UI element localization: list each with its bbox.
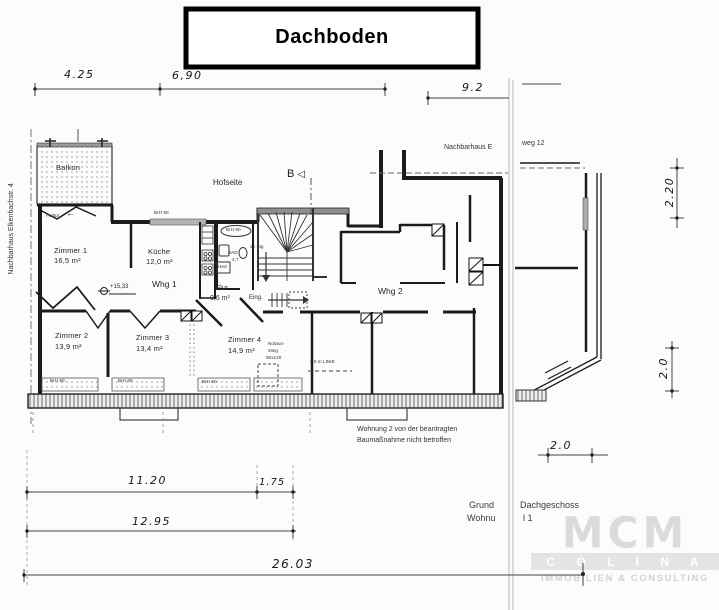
notausstieg-l2: stieg	[268, 349, 278, 354]
note-line1: Wohnung 2 von der beantragten	[357, 426, 458, 433]
notausstieg-l1: Notaus-	[268, 342, 285, 347]
entry-stairs	[268, 291, 309, 309]
zimmer2-name: Zimmer 2	[55, 331, 89, 340]
kitchen-fixtures	[201, 225, 214, 276]
whg2-label: Whg 2	[378, 286, 403, 296]
hofseite-label: Hofseite	[213, 178, 243, 187]
flur-name: Flur	[216, 285, 229, 292]
dim-bottom-3: 12.95	[132, 515, 171, 528]
zimmer1-area: 16,5 m²	[54, 256, 81, 265]
section-marker-b: B ◁	[287, 168, 305, 180]
left-neighbor-label: Nachbarhaus Elkenbachstr. 4	[8, 183, 16, 275]
zimmer3-area: 13,4 m²	[136, 344, 163, 353]
dim-bottom-4: 26.03	[272, 557, 314, 571]
linie-2m-label: 2,0 m LINIE	[310, 360, 335, 365]
page-title: Dachboden	[275, 26, 389, 48]
main-stairs	[257, 208, 327, 282]
mcm-logo: MCM C O L I N A IMMOBILIEN & CONSULTING	[531, 507, 719, 584]
dim-top-3: 9.2	[462, 81, 484, 94]
whg1-label: Whg 1	[152, 279, 177, 289]
dim-rightpage-2: 2.0	[550, 439, 572, 452]
dim-bottom-1: 11.20	[128, 474, 167, 487]
balkon-label: Balkon	[56, 163, 81, 172]
dim-right-220: 2.20	[662, 176, 676, 208]
page-fold	[508, 78, 514, 610]
chimneys	[180, 223, 501, 324]
falttuer-arrow-icon: ←	[66, 208, 75, 218]
heiz-label: Heiz	[218, 265, 228, 270]
mcm-logo-text: MCM	[561, 507, 689, 558]
level-label: +15,33	[110, 284, 129, 290]
kitchen-window	[149, 218, 207, 226]
dimension-lines-right	[665, 158, 684, 398]
top-neighbor-label: Nachbarhaus E	[444, 144, 493, 151]
stair-top-wall	[256, 207, 350, 215]
dim-top-2: 6,90	[172, 69, 203, 82]
section-letter: B	[287, 168, 295, 180]
title-box	[183, 6, 481, 70]
dim-bottom-2: 1.75	[259, 477, 286, 488]
brh90-bad: BrH 90	[226, 228, 241, 233]
zimmer4-area: 14,9 m²	[228, 346, 255, 355]
footer-left-line2: Wohnu	[467, 514, 496, 523]
section-triangle-icon: ◁	[297, 169, 306, 180]
whg2-walls	[339, 195, 472, 284]
falttuer-label: Falttür	[46, 214, 60, 219]
bad-area: 4,7	[232, 258, 239, 263]
zimmer1-name: Zimmer 1	[54, 246, 88, 255]
interior-walls	[35, 206, 476, 395]
brh90-zimmer4: BrH 90	[202, 380, 217, 385]
eingang-label: Eing.	[249, 295, 263, 301]
zimmer2-area: 13,9 m²	[55, 342, 82, 351]
bath-fixtures	[216, 225, 252, 274]
flur-area: 9,6 m²	[210, 295, 230, 302]
footer-right-line2: l 1	[523, 513, 533, 523]
note-line2: Baumaßnahme nicht betroffen	[357, 437, 452, 444]
bad-name: BAD	[228, 251, 238, 256]
stairs-label: 21 Stg	[250, 245, 264, 250]
right-page-plan	[515, 162, 602, 402]
footer-left-line1: Grund	[469, 501, 495, 510]
dim-right-20: 2.0	[656, 357, 670, 380]
street-label: weg 12	[522, 140, 545, 147]
zimmer3-name: Zimmer 3	[136, 333, 170, 342]
dimension-lines-top	[33, 83, 561, 142]
notausstieg-l3: 90x120	[266, 356, 282, 361]
brh90-kueche: BrH 90	[154, 211, 169, 216]
brh90-zimmer2: BrH 90	[50, 379, 65, 384]
balcony	[36, 138, 113, 205]
mcm-logo-colina: C O L I N A	[531, 553, 719, 570]
level-marker	[98, 287, 136, 295]
window-strips	[41, 377, 303, 392]
kueche-area: 12,0 m²	[146, 257, 173, 266]
dim-top-1: 4.25	[64, 68, 95, 81]
mcm-logo-tagline: IMMOBILIEN & CONSULTING	[540, 573, 710, 584]
zimmer4-name: Zimmer 4	[228, 335, 262, 344]
brh90-zimmer3: BrH 90	[118, 379, 133, 384]
kueche-name: Küche	[148, 247, 171, 256]
footer-right-line1: Dachgeschoss	[520, 500, 580, 510]
bottom-wall-band	[27, 393, 504, 434]
dimension-lines-bottom	[22, 448, 608, 586]
